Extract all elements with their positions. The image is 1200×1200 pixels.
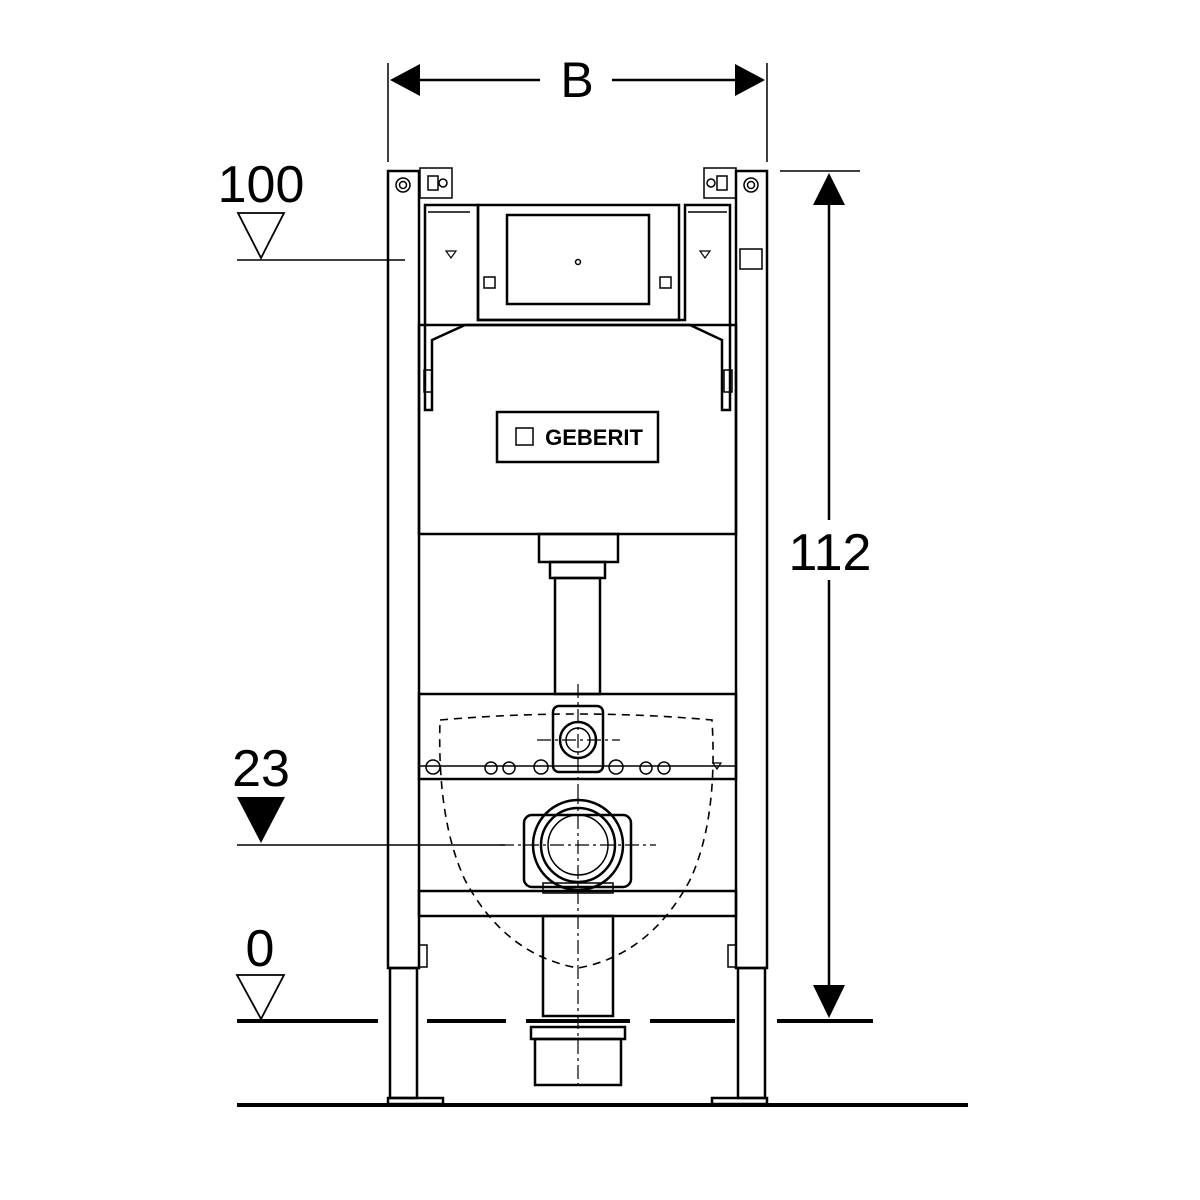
frame-upright-left (386, 169, 445, 1106)
level-top-label: 100 (218, 156, 305, 214)
arrow-up-icon (813, 173, 845, 205)
height-dimension: 112 (780, 170, 875, 1018)
logo-text: GEBERIT (545, 425, 643, 450)
cistern (417, 203, 763, 536)
level-marker-floor: 0 (235, 920, 286, 1021)
level-triangle-open-floor-icon (235, 974, 286, 1021)
level-triangle-filled-icon (237, 797, 285, 843)
arrow-down-icon (813, 985, 845, 1018)
level-marker-outlet: 23 (232, 740, 505, 846)
level-triangle-open-icon (236, 212, 286, 260)
level-floor-label: 0 (246, 920, 275, 978)
frame-upright-right (710, 169, 769, 1106)
drain-pipe (529, 914, 627, 1087)
width-dimension: B (387, 52, 768, 162)
waste-outlet (500, 790, 656, 1090)
supply-connection (425, 684, 723, 790)
width-label: B (560, 52, 593, 108)
level-marker-top: 100 (218, 156, 405, 261)
height-label: 112 (789, 524, 872, 582)
top-brackets (419, 167, 737, 199)
arrow-right-icon (735, 64, 765, 96)
arrow-left-icon (390, 64, 420, 96)
geberit-logo: GEBERIT (495, 410, 660, 464)
level-outlet-label: 23 (232, 740, 290, 798)
flush-pipe (537, 532, 620, 696)
